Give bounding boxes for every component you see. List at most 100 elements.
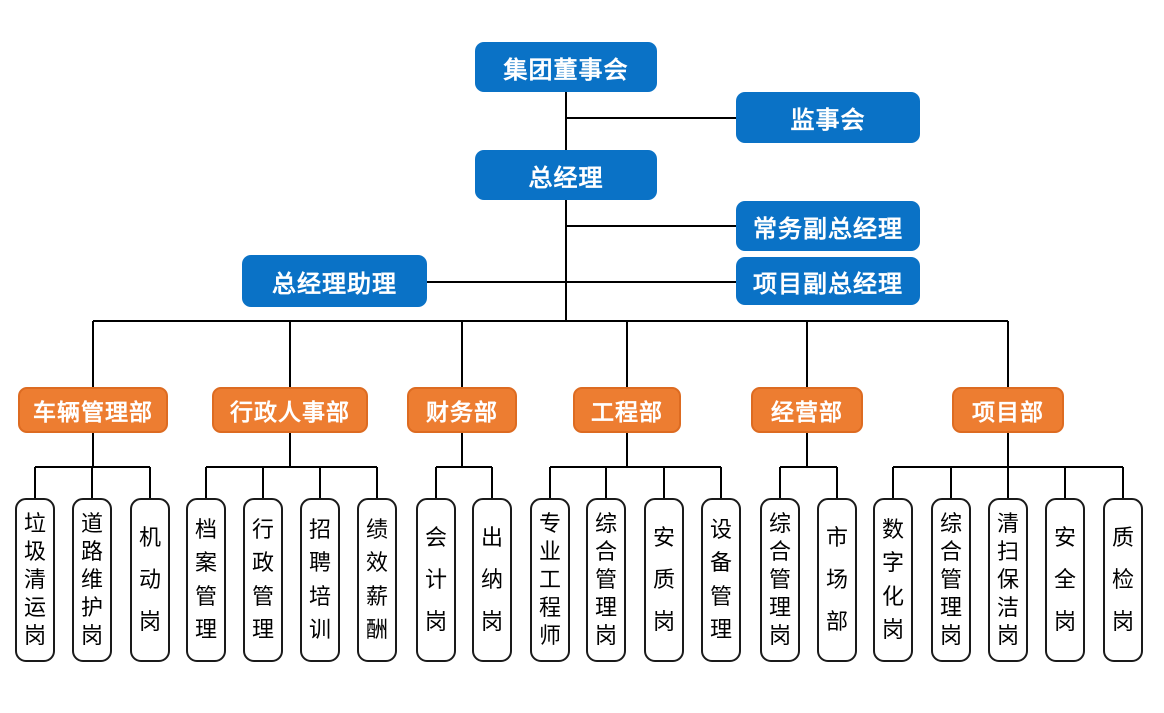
position-char: 岗 [80, 623, 103, 648]
position-char: 岗 [652, 609, 675, 634]
executive-node-supervisory-board: 监事会 [736, 92, 920, 143]
connector-line [319, 467, 321, 498]
executive-node-project-deputy-gm: 项目副总经理 [736, 257, 920, 305]
position-char: 安 [652, 525, 675, 550]
position-node: 档案管理 [186, 498, 226, 662]
position-node: 绩效薪酬 [357, 498, 397, 662]
position-char: 洁 [996, 595, 1019, 620]
position-char: 薪 [365, 583, 388, 609]
position-char: 部 [825, 609, 848, 634]
position-char: 理 [709, 617, 732, 643]
connector-line [93, 320, 1008, 322]
position-char: 程 [538, 595, 561, 620]
position-char: 管 [194, 583, 217, 609]
connector-line [289, 433, 291, 467]
position-char: 全 [1053, 567, 1076, 592]
connector-line [1007, 467, 1009, 498]
position-char: 安 [1053, 525, 1076, 550]
position-node: 综合管理岗 [586, 498, 626, 662]
position-char: 管 [768, 567, 791, 592]
position-char: 师 [538, 623, 561, 648]
position-node: 道路维护岗 [72, 498, 112, 662]
position-char: 岗 [939, 623, 962, 648]
connector-line [892, 467, 894, 498]
position-char: 垃 [23, 511, 46, 536]
position-char: 酬 [365, 617, 388, 643]
position-char: 综 [768, 511, 791, 536]
position-node: 会计岗 [416, 498, 456, 662]
position-node: 清扫保洁岗 [988, 498, 1028, 662]
position-char: 设 [709, 516, 732, 542]
connector-line [806, 321, 808, 387]
connector-line [836, 467, 838, 498]
position-char: 检 [1111, 567, 1134, 592]
executive-node-executive-deputy-gm: 常务副总经理 [736, 201, 920, 251]
connector-line [34, 467, 36, 498]
connector-line [376, 467, 378, 498]
position-char: 业 [538, 539, 561, 564]
position-char: 维 [80, 567, 103, 592]
position-char: 理 [251, 617, 274, 643]
position-char: 路 [80, 539, 103, 564]
position-char: 市 [825, 525, 848, 550]
position-char: 招 [308, 516, 331, 542]
position-char: 管 [594, 567, 617, 592]
position-node: 质检岗 [1103, 498, 1143, 662]
position-char: 理 [594, 595, 617, 620]
position-char: 合 [594, 539, 617, 564]
connector-line [780, 466, 837, 468]
position-char: 会 [424, 525, 447, 550]
connector-line [1007, 321, 1009, 387]
connector-line [663, 467, 665, 498]
position-char: 圾 [23, 539, 46, 564]
position-char: 管 [939, 567, 962, 592]
connector-line [427, 281, 736, 283]
position-char: 岗 [768, 623, 791, 648]
position-char: 场 [825, 567, 848, 592]
connector-line [91, 467, 93, 498]
connector-line [550, 466, 721, 468]
position-char: 化 [881, 583, 904, 609]
position-char: 清 [23, 567, 46, 592]
department-node-dept-vehicle-management: 车辆管理部 [18, 387, 168, 433]
position-char: 训 [308, 617, 331, 643]
connector-line [549, 467, 551, 498]
department-node-dept-project: 项目部 [952, 387, 1064, 433]
position-char: 计 [424, 567, 447, 592]
position-char: 岗 [881, 617, 904, 643]
position-char: 理 [768, 595, 791, 620]
connector-line [565, 200, 567, 321]
connector-line [92, 321, 94, 387]
position-char: 数 [881, 516, 904, 542]
position-char: 理 [194, 617, 217, 643]
position-char: 字 [881, 550, 904, 576]
connector-line [779, 467, 781, 498]
connector-line [205, 467, 207, 498]
position-node: 出纳岗 [472, 498, 512, 662]
position-char: 岗 [424, 609, 447, 634]
connector-line [149, 467, 151, 498]
position-char: 岗 [1111, 609, 1134, 634]
position-char: 岗 [996, 623, 1019, 648]
executive-node-board-of-directors: 集团董事会 [475, 42, 657, 92]
connector-line [206, 466, 377, 468]
connector-line [605, 467, 607, 498]
connector-line [806, 433, 808, 467]
position-char: 出 [480, 525, 503, 550]
position-char: 培 [308, 583, 331, 609]
connector-line [1122, 467, 1124, 498]
connector-line [92, 433, 94, 467]
connector-line [566, 225, 736, 227]
position-char: 备 [709, 550, 732, 576]
position-char: 纳 [480, 567, 503, 592]
position-char: 理 [939, 595, 962, 620]
position-char: 岗 [480, 609, 503, 634]
connector-line [262, 467, 264, 498]
position-char: 案 [194, 550, 217, 576]
department-node-dept-operations: 经营部 [751, 387, 863, 433]
position-char: 行 [251, 516, 274, 542]
connector-line [565, 92, 567, 150]
connector-line [491, 467, 493, 498]
position-node: 安质岗 [644, 498, 684, 662]
connector-line [436, 466, 492, 468]
